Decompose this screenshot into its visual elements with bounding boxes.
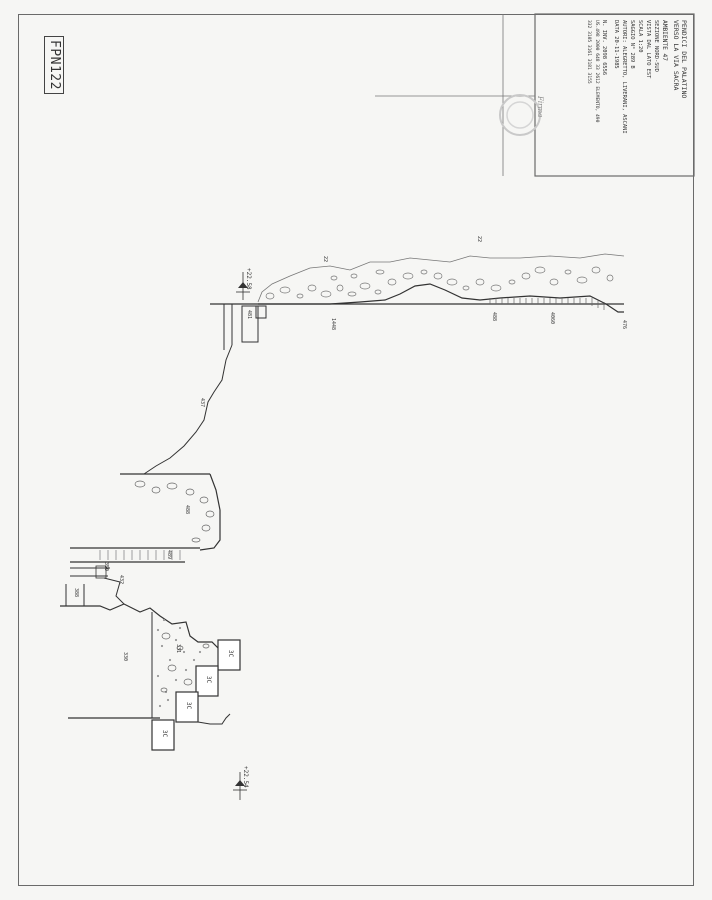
elevation-label-lower: +22.54 — [242, 766, 249, 788]
unit-label: 331 — [175, 644, 181, 654]
unit-label: 22 — [476, 236, 482, 243]
unit-label: 432 — [118, 575, 124, 585]
unit-label: 350 — [103, 562, 109, 572]
block-3c-1 — [217, 639, 241, 671]
stamp-text: Firma — [536, 96, 544, 118]
stratum-top-line — [257, 253, 625, 303]
lower-mass — [60, 603, 241, 751]
block-3c-3 — [175, 691, 199, 723]
section-profile-line — [143, 344, 233, 475]
drawing-sheet — [18, 14, 694, 886]
title-line: AMBIENTE 47 — [661, 20, 668, 61]
elevation-label-upper: +22.58 — [245, 268, 252, 290]
unit-label: 1448 — [330, 318, 336, 331]
unit-label: 4060 — [549, 312, 555, 325]
unit-label: 476 — [621, 320, 627, 330]
wall-block — [241, 305, 259, 343]
upper-strata — [210, 253, 625, 350]
unit-label: 489 — [166, 550, 172, 560]
unit-label: 330 — [122, 652, 128, 662]
title-block-text: PENDICI DEL PALATINO VERSO LA VIA SACRA … — [584, 20, 688, 134]
lower-elevation-marker — [233, 772, 247, 800]
unit-label: 488 — [184, 505, 190, 515]
upper-elevation-marker — [236, 272, 250, 300]
stamp-seal-inner — [506, 101, 534, 129]
unit-label: 437 — [199, 398, 205, 408]
wall-block-small — [255, 305, 267, 319]
title-line: DATA 20-11-1985 — [613, 20, 619, 69]
block-label: 3C — [227, 650, 234, 658]
unit-label: 22 — [322, 256, 328, 263]
block-3c-4 — [151, 719, 175, 751]
unit-label: 388 — [73, 588, 79, 598]
title-line: VISTA DAL LATO EST — [645, 20, 651, 79]
block-label: 3C — [205, 676, 212, 684]
title-line: SCALA 1:20 — [637, 20, 643, 53]
title-line: US.498 2000 648 33 2612 ELEMENTO, 490 — [594, 20, 599, 123]
stratum-hatching — [489, 298, 605, 310]
middle-wall — [65, 473, 221, 607]
title-line: SAGGIO N° 289 B — [629, 20, 635, 69]
title-line: 332 3105 3161 3181 3155 — [586, 20, 591, 84]
title-block-frame — [534, 13, 695, 177]
unit-label: 481 — [246, 310, 252, 320]
title-line: PENDICI DEL PALATINO — [680, 20, 688, 99]
stratum-boundary-line — [258, 283, 624, 313]
sheet-code-box: FPN122 — [44, 36, 64, 94]
title-line: AUTORI: ALEGRETTO, LIVERANI, ASCANI — [621, 20, 627, 134]
stamp-seal — [499, 94, 541, 136]
block-label: 3C — [185, 702, 192, 710]
title-line: SEZIONE NORD-SUD — [653, 20, 659, 72]
block-3c-2 — [195, 665, 219, 697]
unit-label: 488 — [491, 312, 497, 322]
title-line: N. INV. 2098 6556 — [601, 20, 607, 76]
title-line: VERSO LA VIA SACRA — [672, 20, 680, 91]
block-label: 3C — [161, 730, 168, 738]
stratum-pebbles — [265, 266, 614, 300]
